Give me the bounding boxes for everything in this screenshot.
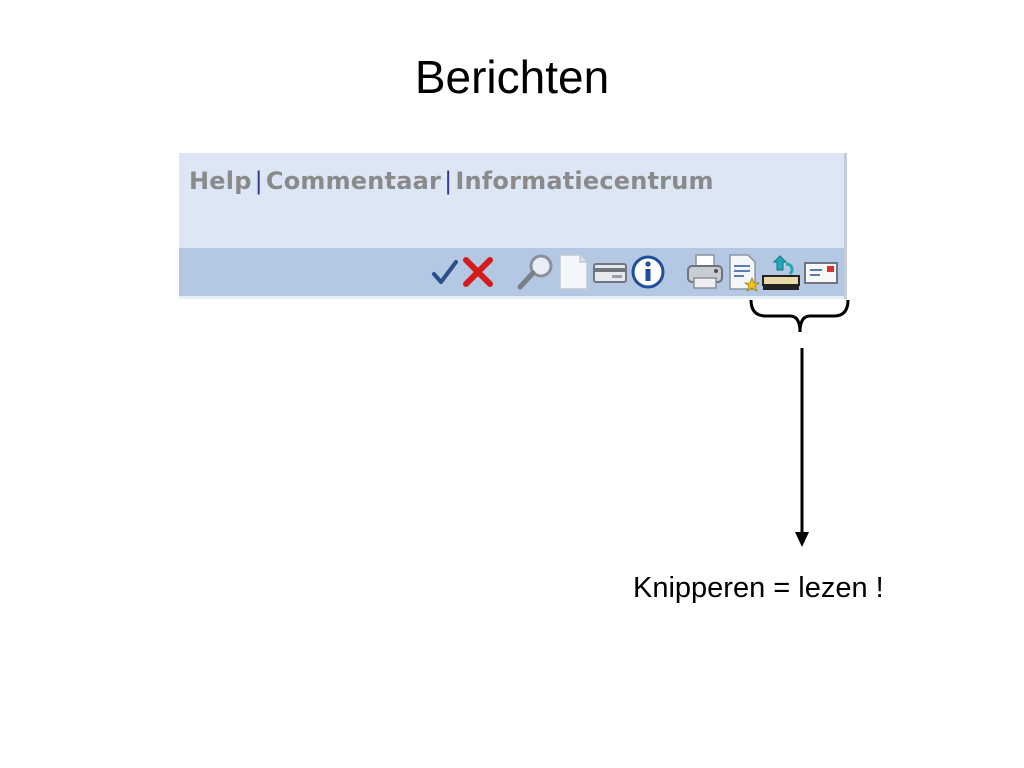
annotation-text: Knipperen = lezen ! — [633, 572, 884, 604]
checkmark-icon[interactable] — [430, 254, 460, 290]
help-link[interactable]: Help — [189, 167, 252, 195]
link-separator: | — [254, 167, 263, 195]
icon-strip — [179, 248, 844, 299]
informatiecentrum-link[interactable]: Informatiecentrum — [455, 167, 714, 195]
commentaar-link[interactable]: Commentaar — [265, 167, 442, 195]
link-separator: | — [444, 167, 453, 195]
info-icon[interactable] — [630, 252, 666, 292]
messages-inbox-icon[interactable] — [760, 252, 802, 292]
envelope-icon[interactable] — [802, 252, 840, 292]
search-magnifier-icon[interactable] — [514, 252, 556, 292]
toolbar-links: Help|Commentaar|Informatiecentrum — [189, 167, 714, 195]
toolbar-icons — [430, 252, 840, 292]
down-arrow — [795, 348, 809, 547]
slide-title: Berichten — [414, 51, 610, 103]
curly-brace — [749, 299, 850, 333]
printer-icon[interactable] — [684, 252, 726, 292]
document-star-icon[interactable] — [726, 252, 760, 292]
portal-toolbar: Help|Commentaar|Informatiecentrum — [179, 153, 847, 299]
blank-document-icon[interactable] — [556, 252, 590, 292]
card-icon[interactable] — [590, 252, 630, 292]
cancel-x-icon[interactable] — [460, 254, 496, 290]
